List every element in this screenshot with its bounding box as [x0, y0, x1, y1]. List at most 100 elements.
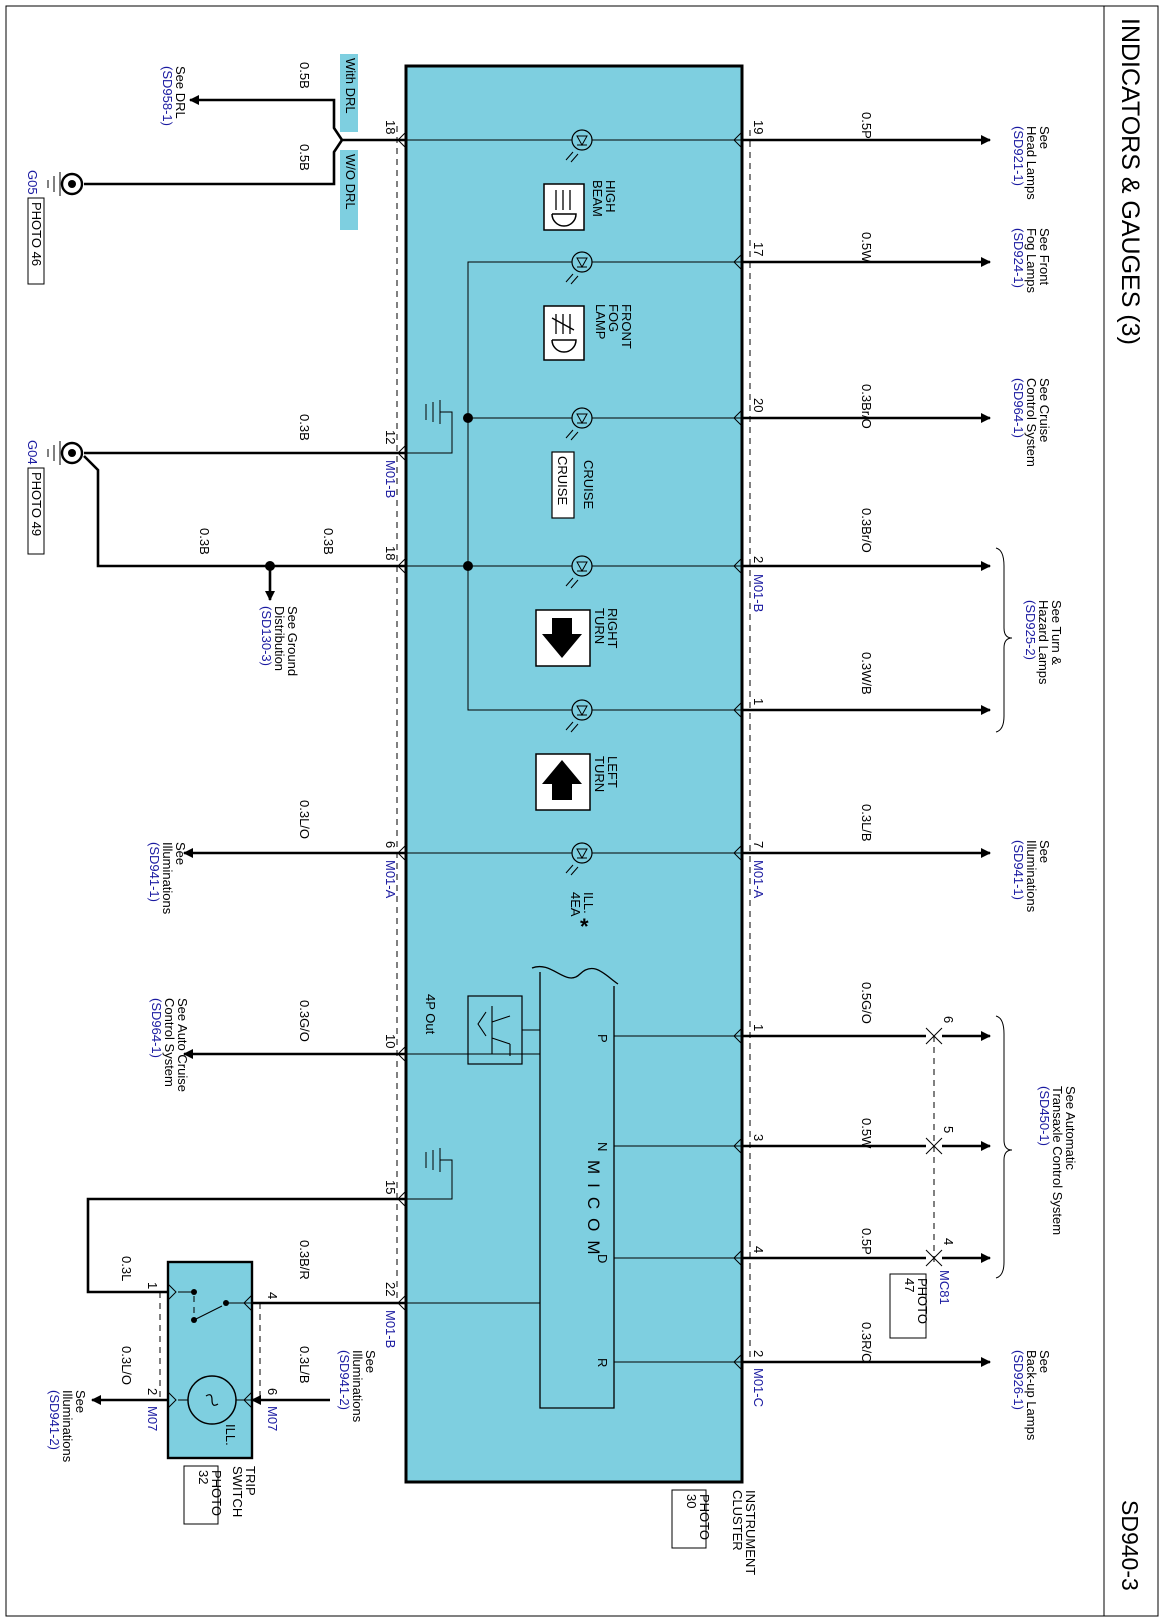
g05-label: G05	[25, 170, 40, 195]
ground-g04: G04 PHOTO 49	[25, 440, 84, 555]
wire-color-10: 0.3G/O	[297, 1000, 312, 1042]
micom-pin-d: D	[595, 1254, 610, 1263]
trip-ref-right-1: See	[363, 1350, 378, 1373]
pin-7-label: 7	[751, 841, 766, 848]
page-title: INDICATORS & GAUGES (3)	[1116, 18, 1144, 345]
wire-color-19: 0.5P	[859, 112, 874, 139]
trip-pin-6: 6	[265, 1388, 280, 1395]
trip-wire-6: 0.3L/B	[297, 1346, 312, 1384]
ref-fog-lamps-sd: (SD924-1)	[1011, 228, 1026, 288]
ref-cruise-2: Control System	[1024, 378, 1039, 467]
ref-drl-1: See DRL	[173, 66, 188, 119]
trip-ref-left-2: Illuminations	[60, 1390, 75, 1463]
wire-color-18b: 0.3B	[321, 528, 336, 555]
wire-color-12: 0.3B	[297, 414, 312, 441]
wire-color-2: 0.3Br/O	[859, 508, 874, 553]
bottom-wires: With DRL W/O DRL 18 0.5B 0.5B See DRL (S…	[25, 54, 407, 1348]
trip-connector-m07-right: M07	[265, 1406, 280, 1431]
connector-m01-b-top: M01-B	[751, 574, 766, 612]
light-rays-icon	[565, 273, 579, 285]
ill-note-mark: *	[580, 914, 589, 939]
ref-head-lamps-2: Head Lamps	[1024, 126, 1039, 200]
front-fog-icon	[543, 305, 585, 361]
right-turn-label-2: TURN	[592, 608, 607, 644]
top-wires: 19 0.5P 17 0.5W 20 0.3Br/O 2 M01-B 0.3Br…	[397, 112, 1078, 1441]
ref-turn-sd: (SD925-2)	[1023, 600, 1038, 660]
ref-ill-bottom-sd: (SD941-1)	[147, 842, 162, 902]
ref-auto-cruise-2: Control System	[162, 998, 177, 1087]
trip-ref-right-sd: (SD941-2)	[337, 1350, 352, 1410]
ref-fog-lamps-1: See Front	[1037, 228, 1052, 285]
light-rays-icon	[565, 721, 579, 733]
cluster-name-line1: INSTRUMENT	[743, 1490, 758, 1575]
trip-switch-photo-box	[183, 1465, 219, 1525]
pin-18b-label: 18	[383, 546, 398, 560]
wire-color-17: 0.5W	[859, 232, 874, 263]
atx-brace	[995, 1015, 1013, 1279]
pin-20-label: 20	[751, 398, 766, 412]
micom-block: MICOM P N D R 4P Out	[406, 965, 742, 1409]
pin-3-label: 3	[751, 1134, 766, 1141]
wire-color-wo-drl: 0.5B	[297, 144, 312, 171]
ref-fog-lamps-2: Fog Lamps	[1024, 228, 1039, 294]
left-turn-label-1: LEFT	[605, 756, 620, 788]
ref-turn-1: See Turn &	[1049, 600, 1064, 665]
pin-18a-label: 18	[383, 120, 398, 134]
pin-22-label: 22	[383, 1282, 398, 1296]
micom-pin-r: R	[595, 1358, 610, 1367]
mc81-photo-box	[889, 1273, 927, 1339]
ref-ground-1: See Ground	[285, 606, 300, 676]
ref-ill-top-2: Illuminations	[1024, 840, 1039, 913]
ref-turn-2: Hazard Lamps	[1036, 600, 1051, 685]
high-beam-label-2: BEAM	[590, 180, 605, 217]
light-rays-icon	[565, 577, 579, 589]
trip-switch-ill-label: ILL.	[223, 1424, 238, 1446]
cruise-icon-box	[551, 451, 575, 519]
ref-ill-bottom-2: Illuminations	[160, 842, 175, 915]
connector-mc81: 6 5 4 MC81 PHOTO 47	[889, 1016, 956, 1339]
connector-m01-a-6: M01-A	[383, 860, 398, 899]
ref-atx-sd: (SD450-1)	[1037, 1086, 1052, 1146]
wire-color-1: 0.3W/B	[859, 652, 874, 695]
trip-wire-2: 0.3L/O	[119, 1346, 134, 1385]
ill-label-1: ILL.	[581, 892, 596, 914]
trip-wire-1: 0.3L	[119, 1256, 134, 1281]
ref-ill-top-1: See	[1037, 840, 1052, 863]
wire-color-drl: 0.5B	[297, 62, 312, 89]
mc81-pin-5: 5	[941, 1126, 956, 1133]
pin-19-label: 19	[751, 120, 766, 134]
page-frame	[5, 5, 1159, 1617]
cruise-label: CRUISE	[581, 460, 596, 509]
cluster-photo-line2: 30	[684, 1494, 699, 1508]
pin-2c-label: 2	[751, 1350, 766, 1357]
ref-ill-bottom-1: See	[173, 842, 188, 865]
trip-switch-box	[166, 1260, 254, 1460]
g04-photo: PHOTO 49	[29, 472, 44, 536]
pin-1b-label: 1	[751, 1024, 766, 1031]
ref-auto-cruise-sd: (SD964-1)	[149, 998, 164, 1058]
ref-ground-2: Distribution	[272, 606, 287, 671]
micom-pin-p: P	[595, 1034, 610, 1043]
ref-ill-top-sd: (SD941-1)	[1011, 840, 1026, 900]
front-fog-indicator: FRONT FOG LAMP	[543, 251, 634, 361]
pin-2-label: 2	[751, 556, 766, 563]
right-turn-indicator: RIGHT TURN	[535, 555, 620, 667]
turn-lamps-brace	[995, 547, 1013, 733]
wire-color-1b: 0.5G/O	[859, 982, 874, 1024]
ref-ground-sd: (SD130-3)	[259, 606, 274, 666]
light-rays-icon	[565, 151, 579, 163]
front-fog-label-3: LAMP	[593, 304, 608, 339]
page-code: SD940-3	[1117, 1500, 1143, 1591]
ref-atx-1: See Automatic	[1063, 1086, 1078, 1170]
trip-wire-4: 0.3B/R	[297, 1240, 312, 1280]
trip-switch-name-2: SWITCH	[230, 1466, 245, 1517]
output-transistor-icon	[467, 995, 523, 1065]
ref-drl-sd: (SD958-1)	[160, 66, 175, 126]
wire-color-6: 0.3L/O	[297, 800, 312, 839]
trip-switch-name-1: TRIP	[243, 1466, 258, 1496]
pin-17-label: 17	[751, 242, 766, 256]
ref-head-lamps-sd: (SD921-1)	[1011, 126, 1026, 186]
mc81-label: MC81	[937, 1270, 952, 1305]
ref-cruise-sd: (SD964-1)	[1011, 378, 1026, 438]
